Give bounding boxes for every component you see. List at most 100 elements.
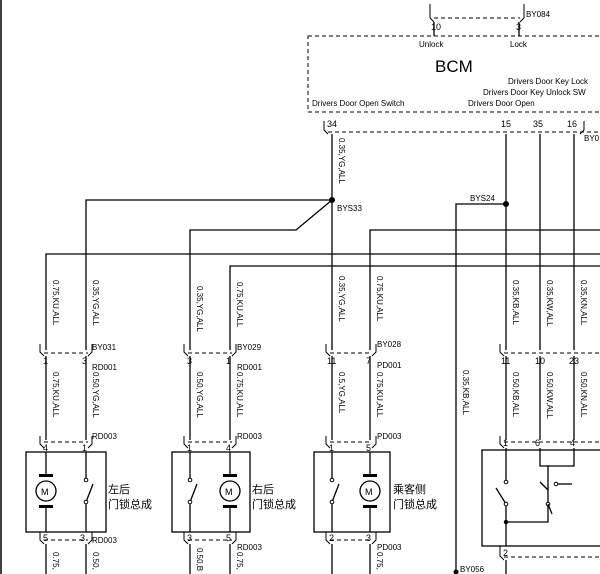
pin-34: 34 [327,119,337,129]
wire-label-lw7: 0.50,KB,ALL [511,372,520,417]
bcm-module: Unlock Lock BCM Drivers Door Key Lock Dr… [307,35,600,113]
connector-by084: 10 3 BY084 [429,4,551,32]
motor-icon: M [225,487,233,497]
pin-g5: 5 [366,443,371,453]
wire-network [45,134,600,574]
rear-left-door-lock: M 左后 门锁总成 [25,451,152,533]
connector-label-pd003-b: PD003 [377,543,402,552]
motor-icon: M [41,487,49,497]
wire-label-w11: 0.35,KB,ALL [461,370,470,415]
splice-bys33-label: BYS33 [337,204,362,213]
connector-label-rd003-c: RD003 [92,536,117,545]
wire-label-lw3: 0.50,YG,ALL [195,372,204,418]
wire-label-w7: 0.35,YG,ALL [195,286,204,332]
connector-label-rd003-a: RD003 [92,432,117,441]
pin-g1: 1 [329,443,334,453]
module-label-line1: 左后 [108,483,130,496]
upper-wire-labels: 0.35,YG,ALL 0.35,KB,ALL 0.35,KW,ALL 0.35… [51,138,588,415]
wire-label-w1: 0.35,YG,ALL [337,138,346,184]
wire-label-bw5: 0.75, [375,552,384,570]
wire-label-lw1: 0.75,KU,ALL [51,372,60,418]
passenger-door-lock: M 乘客侧 门锁总成 [313,451,437,533]
wire-label-w10: 0.75,KU,ALL [375,276,384,322]
connector-label-rd003-b: RD003 [237,432,262,441]
connector-label-by031: BY031 [92,343,117,352]
wire-label-w4: 0.35,KN,ALL [579,280,588,326]
pin-h4: 4 [570,438,575,448]
pin-k3: 3 [366,533,371,543]
pin-f1: 1 [187,443,192,453]
mid-connectors: BY031 BY029 BY028 RD001 RD001 PD001 1 3 … [39,340,600,372]
module-label-line1: 乘客侧 [393,482,426,496]
wire-label-w2: 0.35,KB,ALL [511,280,520,325]
pin-b1: 1 [226,356,231,366]
bcm-key-lock-label: Drivers Door Key Lock [508,77,589,86]
connector-label-by029: BY029 [237,343,262,352]
pin-j5: 5 [226,533,231,543]
pin-c7: 7 [366,356,371,366]
wire-label-lw6: 0.75,KU,ALL [375,372,384,418]
wire-label-w6: 0.35,YG,ALL [91,280,100,326]
module-label-line2: 门锁总成 [252,497,296,511]
rear-right-door-lock: M 右后 门锁总成 [171,451,296,533]
pin-35: 35 [533,119,543,129]
wire-label-bw4: 0.75, [235,552,244,570]
module-top-connectors: RD003 RD003 PD003 4 1 1 4 1 5 1 6 4 [39,432,600,453]
splice-bys24-label: BYS24 [470,194,495,203]
bcm-lock-label: Lock [510,40,528,49]
driver-door-switch-block [481,448,600,547]
motor-icon: M [365,487,373,497]
splice-bys24-node [503,201,509,207]
pin-i3: 3 [80,533,85,543]
connector-label-by084: BY084 [526,10,551,19]
bottom-wires: BY056 0.75, 0.50, 0.50,B 0.75, 0.75, [45,544,507,574]
pin-e4: 4 [43,443,48,453]
pin-15: 15 [501,119,511,129]
pin-k2: 2 [329,533,334,543]
bcm-open-switch-label: Drivers Door Open Switch [312,99,404,108]
bcm-door-open-label: Drivers Door Open [468,99,535,108]
bcm-key-unlock-label: Drivers Door Key Unlock SW [483,88,586,97]
lower-wires [45,356,575,440]
pin-10: 10 [431,22,441,32]
connector-bcm-bottom: 34 15 35 16 BY0 [323,119,600,143]
module-label-line2: 门锁总成 [393,497,437,511]
pin-e1: 1 [82,443,87,453]
wire-label-bw2: 0.50, [91,552,100,570]
splice-bys33-node [329,197,335,203]
splice-nodes: BYS33 BYS24 [329,194,509,213]
module-label-line1: 右后 [252,482,274,496]
connector-label-rd001-a: RD001 [92,363,117,372]
wire-label-w5: 0.75,KU,ALL [51,280,60,326]
pin-f4: 4 [226,443,231,453]
splice-by056-label: BY056 [460,565,485,574]
bcm-title: BCM [435,57,473,76]
wire-label-bw1: 0.75, [51,552,60,570]
pin-h1: 1 [503,438,508,448]
pin-h6: 6 [535,438,540,448]
wire-label-w3: 0.35,KW,ALL [545,280,554,327]
pin-a3: 3 [82,356,87,366]
bcm-unlock-label: Unlock [419,40,444,49]
connector-label-pd001: PD001 [377,361,402,370]
wire-label-lw8: 0.50,KW,ALL [545,372,554,419]
splice-by056-node [453,569,459,574]
connector-label-by028: BY028 [377,340,402,349]
pin-i5: 5 [43,533,48,543]
connector-label-rd003-d: RD003 [237,543,262,552]
wire-label-lw4: 0.75,KU,ALL [235,372,244,418]
connector-label-rd001-b: RD001 [237,363,262,372]
connector-label-by0: BY0 [584,134,600,143]
wire-label-w8: 0.75,KU,ALL [235,282,244,328]
wire-label-w9: 0.35,YG,ALL [337,276,346,322]
wire-label-lw2: 0.50,YG,ALL [91,372,100,418]
pin-16: 16 [567,119,577,129]
lower-wire-labels: 0.75,KU,ALL 0.50,YG,ALL 0.50,YG,ALL 0.75… [51,372,588,419]
pin-j3: 3 [187,533,192,543]
wire-label-bw3: 0.50,B [195,548,204,571]
wire-label-lw5: 0.5,YG,ALL [337,372,346,414]
module-bottom-connectors: RD003 RD003 PD003 5 3 3 5 2 3 2 [39,532,600,561]
module-label-line2: 门锁总成 [108,497,152,511]
pin-l2: 2 [503,548,508,558]
